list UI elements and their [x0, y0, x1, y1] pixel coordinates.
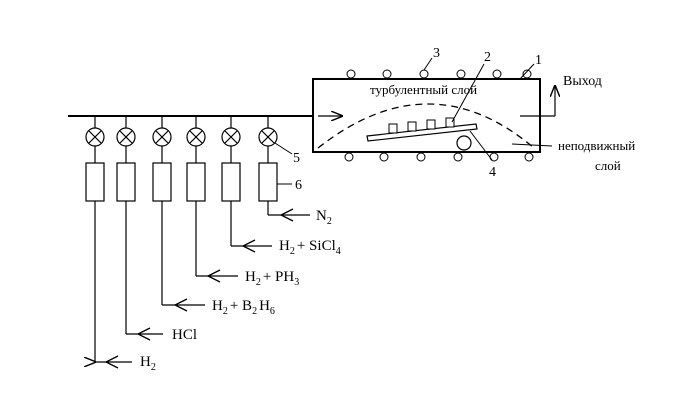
- branch: [95, 116, 132, 362]
- flow-meter: [116, 162, 136, 202]
- substrate: [407, 121, 417, 132]
- valve: [258, 127, 278, 147]
- susceptor-support: [456, 135, 472, 151]
- flow-meter: [221, 162, 241, 202]
- boundary-layer-dashed: [317, 103, 535, 149]
- callout-5: 5: [293, 151, 300, 166]
- valve: [221, 127, 241, 147]
- turbulent-layer-label: турбулентный слой: [370, 82, 477, 97]
- flow-meter: [152, 162, 172, 202]
- gas-label-hcl: HCl: [172, 327, 197, 343]
- gas-branches: [95, 116, 310, 362]
- leader-1: [519, 63, 535, 80]
- flow-meters: [85, 162, 278, 202]
- flow-meter: [186, 162, 206, 202]
- gas-label-h2: H2: [140, 354, 156, 373]
- leader-2: [451, 63, 485, 123]
- outlet-label: Выход: [563, 74, 602, 89]
- leader-3: [423, 57, 433, 71]
- branch: [195, 116, 238, 277]
- callout-1: 1: [535, 53, 542, 68]
- leader-5: [274, 142, 293, 155]
- branch: [230, 116, 272, 247]
- branch: [267, 116, 310, 216]
- inlet-arrows: [104, 208, 294, 369]
- callout-6: 6: [295, 178, 302, 193]
- gas-label-h2-sicl4: H2+ SiCl4: [279, 238, 341, 257]
- substrates: [388, 117, 455, 134]
- substrate: [388, 123, 398, 134]
- valve: [116, 127, 136, 147]
- valves: [85, 127, 278, 147]
- substrate: [445, 117, 455, 128]
- heater-coils-top: [346, 69, 532, 79]
- valve: [152, 127, 172, 147]
- callout-2: 2: [484, 50, 491, 65]
- leader-4: [469, 130, 493, 161]
- heater-coils-bottom: [344, 152, 534, 162]
- flow-meter: [258, 162, 278, 202]
- stationary-layer-label: неподвижный: [558, 138, 635, 153]
- valve: [186, 127, 206, 147]
- substrate: [426, 119, 436, 130]
- callout-3: 3: [433, 46, 440, 61]
- susceptor: [366, 123, 478, 142]
- stationary-layer-label-2: слой: [595, 158, 621, 173]
- valve: [85, 127, 105, 147]
- gas-label-n2: N2: [316, 208, 332, 227]
- callout-4: 4: [489, 165, 496, 180]
- branch: [125, 116, 163, 335]
- stationary-layer-leader: [511, 143, 553, 147]
- gas-label-h2-ph3: H2+ PH3: [245, 269, 299, 288]
- flow-meter: [85, 162, 105, 202]
- branch: [161, 116, 205, 306]
